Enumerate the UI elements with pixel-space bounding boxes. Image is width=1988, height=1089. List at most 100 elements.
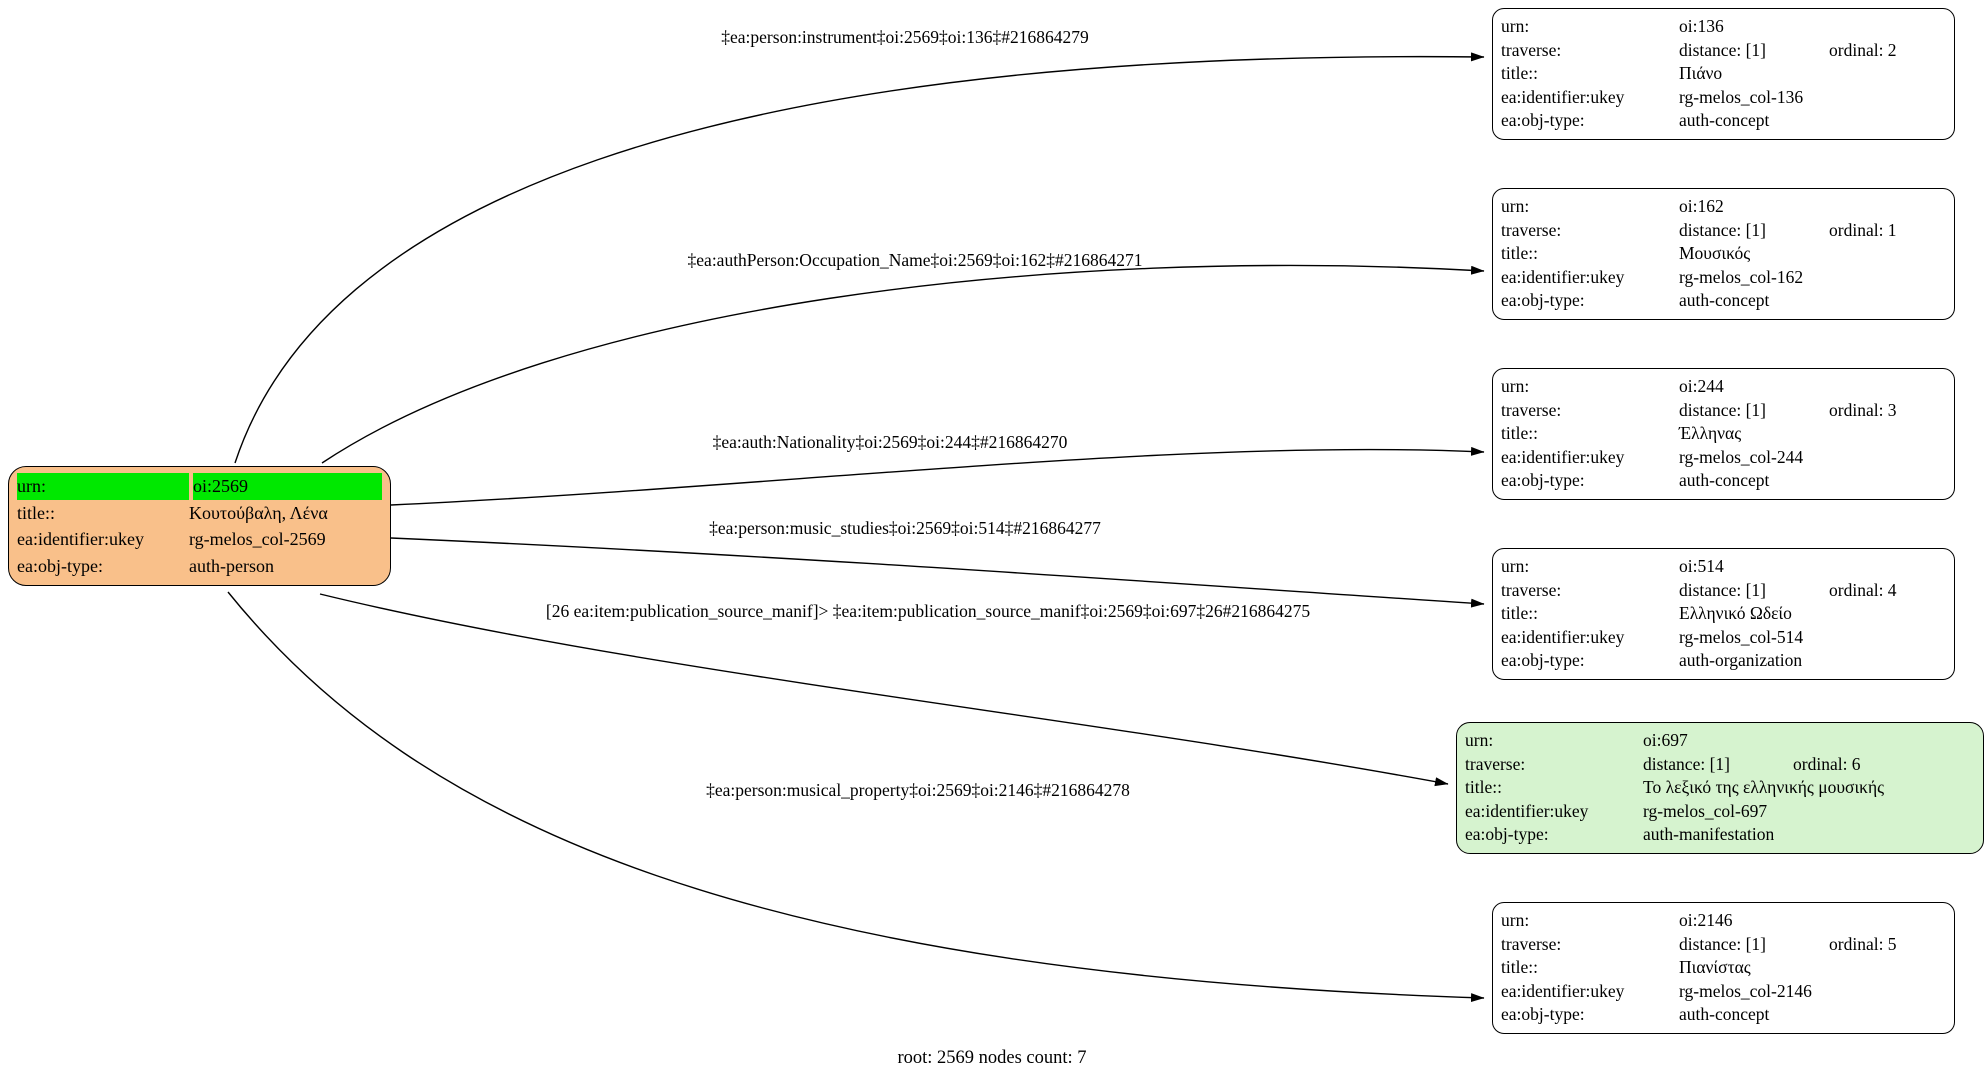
field-value-distance: distance: [1] bbox=[1679, 399, 1766, 420]
field-key-traverse: traverse: bbox=[1501, 933, 1562, 954]
field-key-objtype: ea:obj-type: bbox=[1501, 110, 1585, 131]
edge-label-nationality: ‡ea:auth:Nationality‡oi:2569‡oi:244‡#216… bbox=[712, 432, 1068, 452]
field-key-ukey: ea:identifier:ukey bbox=[17, 529, 144, 549]
field-value-urn: oi:697 bbox=[1643, 730, 1688, 750]
field-key-title: title:: bbox=[17, 502, 55, 523]
field-key-title: title:: bbox=[1501, 63, 1538, 84]
field-value-title: Το λεξικό της ελληνικής μουσικής bbox=[1643, 777, 1885, 798]
row-traverse: traverse: distance: [1]ordinal: 5 bbox=[1501, 933, 1946, 957]
row-urn: urn: oi:244 bbox=[1501, 375, 1946, 399]
graph-node-oi-136[interactable]: urn: oi:136 traverse: distance: [1]ordin… bbox=[1492, 8, 1955, 140]
graph-node-oi-244[interactable]: urn: oi:244 traverse: distance: [1]ordin… bbox=[1492, 368, 1955, 500]
field-value-ukey: rg-melos_col-2146 bbox=[1679, 980, 1812, 1001]
row-ukey: ea:identifier:ukey rg-melos_col-244 bbox=[1501, 446, 1946, 470]
field-value-distance: distance: [1] bbox=[1643, 753, 1730, 774]
row-traverse: traverse: distance: [1]ordinal: 4 bbox=[1501, 579, 1946, 603]
graph-node-root-oi-2569[interactable]: urn: oi:2569 title:: Κουτούβαλη, Λένα ea… bbox=[8, 466, 391, 586]
field-value-title: Πιανίστας bbox=[1679, 957, 1751, 978]
field-key-title: title:: bbox=[1501, 423, 1538, 444]
field-key-objtype: ea:obj-type: bbox=[1501, 650, 1585, 671]
field-key-ukey: ea:identifier:ukey bbox=[1501, 980, 1625, 1001]
row-ukey: ea:identifier:ukey rg-melos_col-162 bbox=[1501, 266, 1946, 290]
field-value-title: Κουτούβαλη, Λένα bbox=[189, 502, 328, 523]
field-value-title: Μουσικός bbox=[1679, 243, 1751, 264]
row-title: title:: Έλληνας bbox=[1501, 422, 1946, 446]
field-value-title: Έλληνας bbox=[1679, 423, 1742, 444]
graph-node-oi-514[interactable]: urn: oi:514 traverse: distance: [1]ordin… bbox=[1492, 548, 1955, 680]
field-value-ukey: rg-melos_col-136 bbox=[1679, 86, 1804, 107]
field-value-objtype: auth-concept bbox=[1679, 1004, 1770, 1025]
field-value-ordinal: ordinal: 4 bbox=[1829, 579, 1897, 600]
field-value-urn: oi:2146 bbox=[1679, 910, 1733, 930]
row-objtype: ea:obj-type: auth-person bbox=[17, 553, 382, 580]
row-ukey: ea:identifier:ukey rg-melos_col-514 bbox=[1501, 626, 1946, 650]
field-value-ukey: rg-melos_col-697 bbox=[1643, 800, 1768, 821]
edge-musical-property bbox=[227, 591, 1485, 1003]
field-key-objtype: ea:obj-type: bbox=[17, 555, 103, 576]
graph-node-oi-697[interactable]: urn: oi:697 traverse: distance: [1] ordin… bbox=[1456, 722, 1984, 854]
edge-label-musical-property: ‡ea:person:musical_property‡oi:2569‡oi:2… bbox=[706, 780, 1130, 800]
field-key-ukey: ea:identifier:ukey bbox=[1465, 800, 1589, 821]
field-key-ukey: ea:identifier:ukey bbox=[1501, 86, 1625, 107]
row-title: title:: Μουσικός bbox=[1501, 242, 1946, 266]
graph-node-oi-2146[interactable]: urn: oi:2146 traverse: distance: [1]ordi… bbox=[1492, 902, 1955, 1034]
graph-node-oi-162[interactable]: urn: oi:162 traverse: distance: [1] ordin… bbox=[1492, 188, 1955, 320]
field-key-objtype: ea:obj-type: bbox=[1501, 1004, 1585, 1025]
row-urn: urn: oi:162 bbox=[1501, 195, 1946, 219]
field-value-ordinal: ordinal: 1 bbox=[1829, 219, 1897, 240]
row-title: title:: Το λεξικό της ελληνικής μουσικής bbox=[1465, 776, 1975, 800]
field-key-urn: urn: bbox=[1501, 910, 1530, 930]
field-key-ukey: ea:identifier:ukey bbox=[1501, 266, 1625, 287]
field-key-objtype: ea:obj-type: bbox=[1501, 470, 1585, 491]
row-traverse: traverse: distance: [1]ordinal: 2 bbox=[1501, 39, 1946, 63]
field-value-ordinal: ordinal: 2 bbox=[1829, 39, 1897, 60]
field-key-urn: urn: bbox=[1501, 196, 1530, 216]
edge-publication-source bbox=[319, 593, 1449, 787]
field-value-title: Ελληνικό Ωδείο bbox=[1679, 603, 1792, 624]
field-value-ukey: rg-melos_col-514 bbox=[1679, 626, 1804, 647]
field-value-ukey: rg-melos_col-244 bbox=[1679, 446, 1804, 467]
edge-label-instrument: ‡ea:person:instrument‡oi:2569‡oi:136‡#21… bbox=[721, 27, 1089, 47]
field-value-urn: oi:514 bbox=[1679, 556, 1724, 576]
row-ukey: ea:identifier:ukey rg-melos_col-2146 bbox=[1501, 980, 1946, 1004]
field-value-ordinal: ordinal: 6 bbox=[1793, 753, 1861, 774]
field-key-title: title:: bbox=[1501, 957, 1538, 978]
row-ukey: ea:identifier:ukey rg-melos_col-697 bbox=[1465, 800, 1975, 824]
row-title: title:: Ελληνικό Ωδείο bbox=[1501, 602, 1946, 626]
row-urn: urn: oi:2146 bbox=[1501, 909, 1946, 933]
row-objtype: ea:obj-type: auth-organization bbox=[1501, 649, 1946, 673]
edge-label-music-studies: ‡ea:person:music_studies‡oi:2569‡oi:514‡… bbox=[709, 518, 1101, 538]
edge-music-studies bbox=[390, 537, 1485, 608]
field-value-objtype: auth-concept bbox=[1679, 470, 1770, 491]
field-key-traverse: traverse: bbox=[1465, 753, 1526, 774]
field-key-urn: urn: bbox=[1501, 376, 1530, 396]
field-value-objtype: auth-organization bbox=[1679, 650, 1803, 671]
field-key-urn: urn: bbox=[17, 473, 189, 500]
field-key-traverse: traverse: bbox=[1501, 219, 1562, 240]
field-value-ukey: rg-melos_col-2569 bbox=[189, 529, 326, 549]
row-urn: urn: oi:136 bbox=[1501, 15, 1946, 39]
row-ukey: ea:identifier:ukey rg-melos_col-2569 bbox=[17, 526, 382, 553]
row-title: title:: Πιανίστας bbox=[1501, 956, 1946, 980]
field-key-title: title:: bbox=[1501, 243, 1538, 264]
field-key-traverse: traverse: bbox=[1501, 399, 1562, 420]
field-key-ukey: ea:identifier:ukey bbox=[1501, 446, 1625, 467]
field-value-ordinal: ordinal: 5 bbox=[1829, 933, 1897, 954]
edge-label-publication-source: [26 ea:item:publication_source_manif]> ‡… bbox=[545, 601, 1311, 621]
field-value-title: Πιάνο bbox=[1679, 63, 1723, 84]
row-urn: urn: oi:514 bbox=[1501, 555, 1946, 579]
field-value-objtype: auth-manifestation bbox=[1643, 824, 1775, 845]
edge-instrument bbox=[234, 52, 1485, 464]
field-key-urn: urn: bbox=[1465, 730, 1494, 750]
row-objtype: ea:obj-type: auth-manifestation bbox=[1465, 823, 1975, 847]
row-objtype: ea:obj-type: auth-concept bbox=[1501, 109, 1946, 133]
field-value-distance: distance: [1] bbox=[1679, 219, 1766, 240]
row-traverse: traverse: distance: [1] ordinal: 6 bbox=[1465, 753, 1975, 777]
field-value-distance: distance: [1] bbox=[1679, 39, 1766, 60]
field-value-urn: oi:2569 bbox=[193, 473, 382, 500]
field-value-ukey: rg-melos_col-162 bbox=[1679, 266, 1804, 287]
row-traverse: traverse: distance: [1]ordinal: 3 bbox=[1501, 399, 1946, 423]
row-urn: urn: oi:2569 bbox=[17, 473, 382, 500]
